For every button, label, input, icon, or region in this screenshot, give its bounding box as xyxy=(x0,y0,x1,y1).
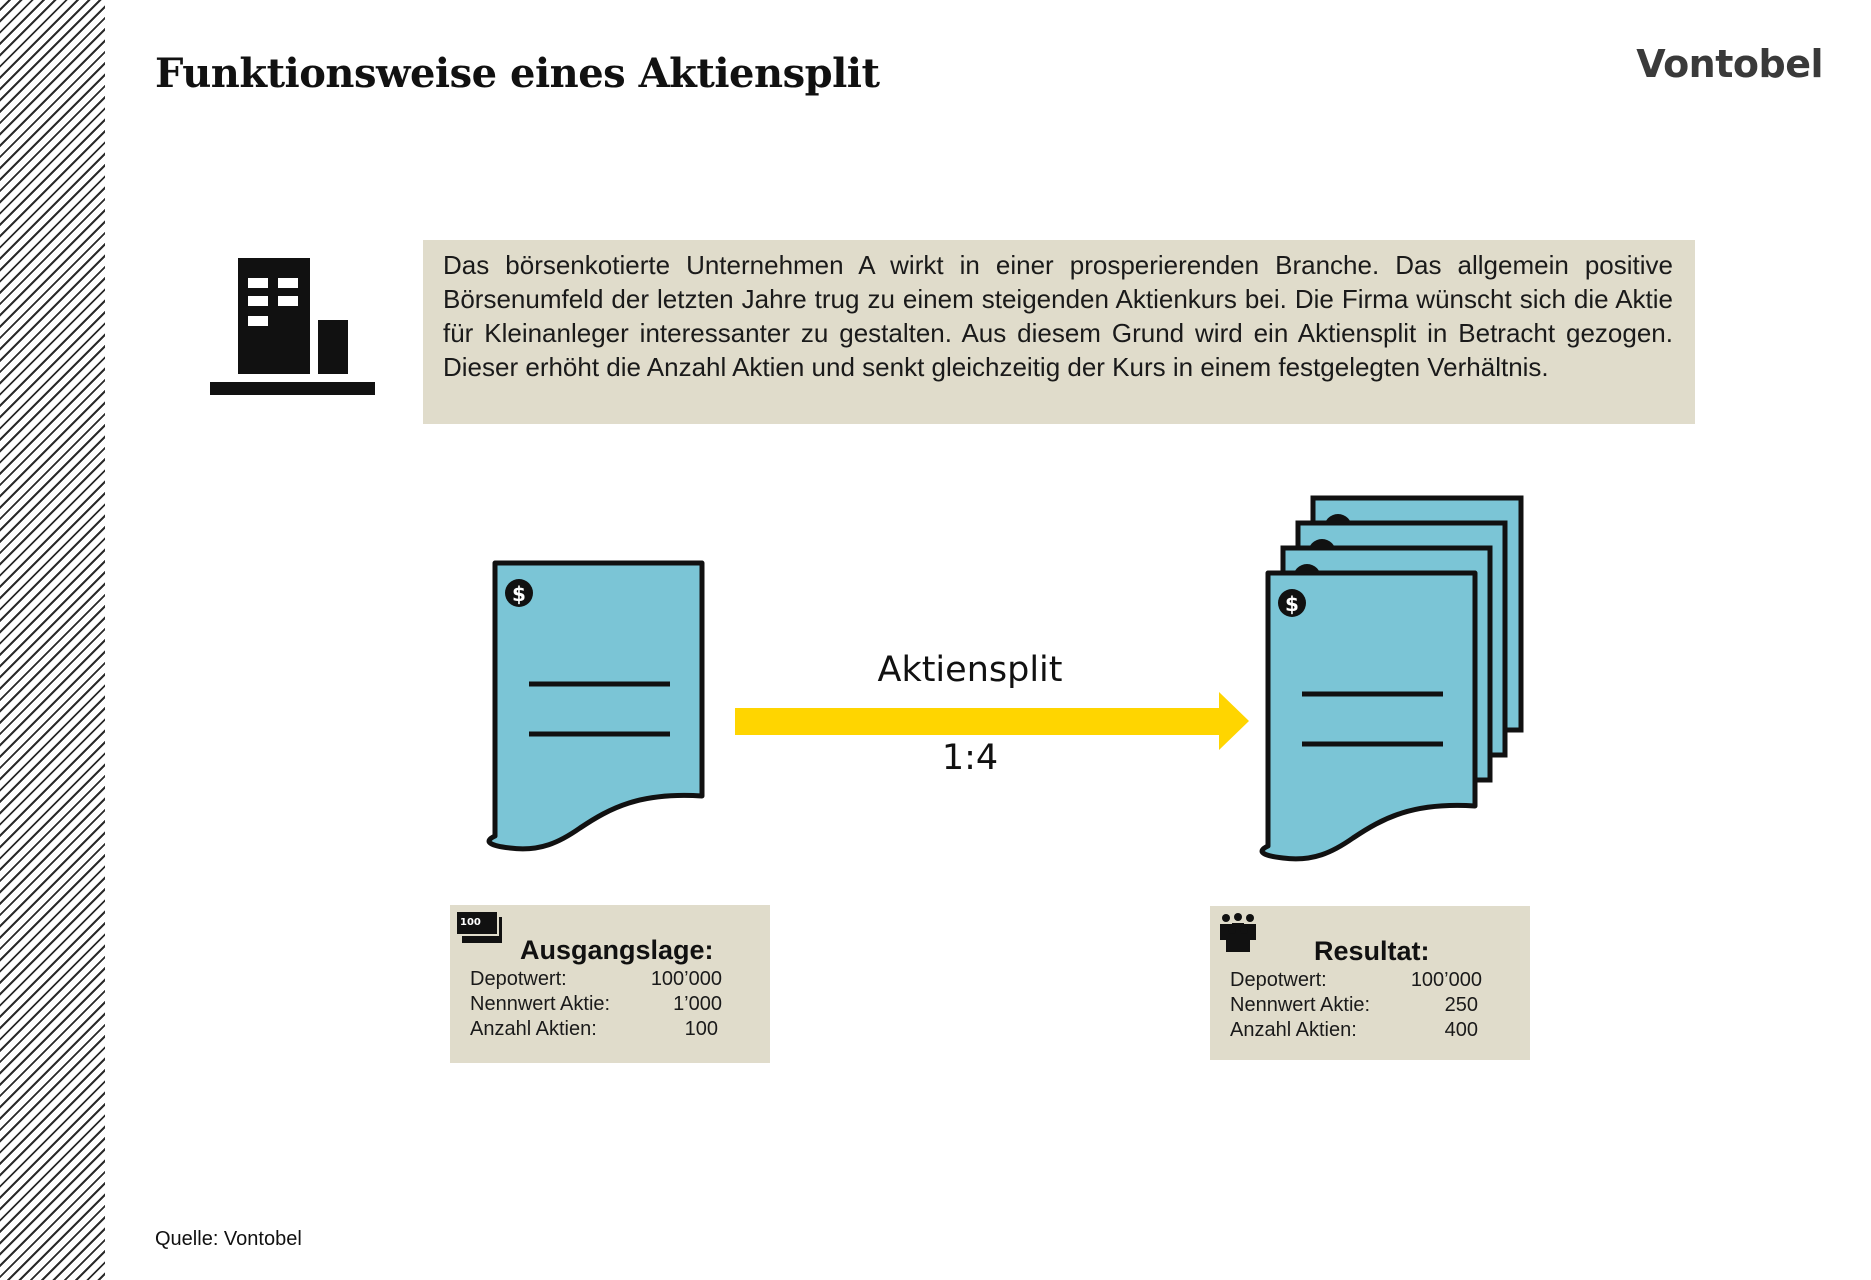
row-value: 250 xyxy=(1444,994,1478,1016)
row-nennwert: Nennwert Aktie: 250 xyxy=(1230,994,1482,1019)
share-certificate-icon: $ xyxy=(486,560,705,852)
building-icon xyxy=(210,258,375,395)
arrow-label: Aktiensplit xyxy=(877,650,1063,690)
split-arrow xyxy=(735,692,1249,750)
row-label: Depotwert: xyxy=(1230,969,1327,991)
panel-title: Resultat: xyxy=(1314,936,1430,966)
row-value: 100 xyxy=(684,1018,718,1040)
row-value: 400 xyxy=(1444,1019,1478,1041)
brand-logo: Vontobel xyxy=(1636,42,1823,86)
share-certificates-stack: $ xyxy=(1259,495,1524,862)
banknote-value: 100 xyxy=(460,917,481,928)
intro-description: Das börsenkotierte Unternehmen A wirkt i… xyxy=(423,240,1695,424)
split-ratio: 1:4 xyxy=(941,738,999,778)
row-anzahl: Anzahl Aktien: 100 xyxy=(470,1018,722,1043)
people-group-icon xyxy=(1220,913,1256,952)
result-panel: Resultat: Depotwert: 100’000 Nennwert Ak… xyxy=(1210,906,1530,1060)
row-depotwert: Depotwert: 100’000 xyxy=(470,968,722,993)
svg-text:$: $ xyxy=(1285,592,1299,616)
row-nennwert: Nennwert Aktie: 1’000 xyxy=(470,993,722,1018)
svg-text:$: $ xyxy=(512,582,526,606)
source-note: Quelle: Vontobel xyxy=(155,1228,302,1250)
row-label: Anzahl Aktien: xyxy=(1230,1019,1357,1041)
banknote-icon: 100 xyxy=(456,911,502,943)
row-label: Nennwert Aktie: xyxy=(1230,994,1371,1016)
row-label: Nennwert Aktie: xyxy=(470,993,611,1015)
row-label: Depotwert: xyxy=(470,968,567,990)
panel-title: Ausgangslage: xyxy=(520,935,714,965)
row-depotwert: Depotwert: 100’000 xyxy=(1230,969,1482,994)
row-anzahl: Anzahl Aktien: 400 xyxy=(1230,1019,1482,1044)
dollar-coin-icon xyxy=(1278,589,1306,617)
page-title: Funktionsweise eines Aktiensplit xyxy=(155,50,880,97)
row-value: 1’000 xyxy=(673,993,722,1015)
hatched-side-band xyxy=(0,0,105,1280)
row-value: 100’000 xyxy=(650,968,722,990)
share-certificate-icon: $ xyxy=(1259,570,1478,862)
row-value: 100’000 xyxy=(1410,969,1482,991)
row-label: Anzahl Aktien: xyxy=(470,1018,597,1040)
initial-situation-panel: 100 Ausgangslage: Depotwert: 100’000 Nen… xyxy=(450,905,770,1063)
dollar-coin-icon xyxy=(505,579,533,607)
